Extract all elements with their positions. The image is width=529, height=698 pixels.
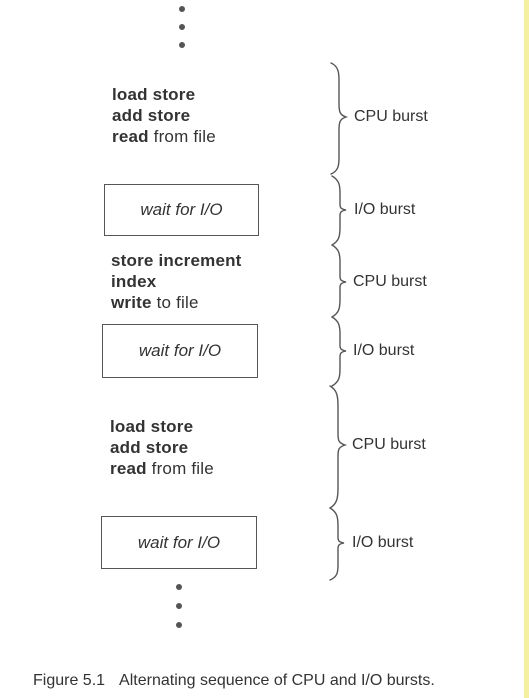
- brace-cpu-1: [330, 62, 349, 175]
- code-line: load store: [110, 416, 214, 437]
- code-keyword: add store: [112, 106, 191, 125]
- io-wait-box-3: wait for I/O: [101, 516, 257, 569]
- code-text: to file: [151, 293, 199, 312]
- page-edge: [524, 0, 529, 698]
- code-keyword: write: [111, 293, 152, 312]
- code-line: add store: [110, 437, 214, 458]
- ellipsis-dot: [179, 6, 185, 12]
- code-line: load store: [112, 84, 216, 105]
- code-text: from file: [148, 127, 216, 146]
- code-text: from file: [146, 459, 214, 478]
- cpu-burst-label-2: CPU burst: [353, 273, 427, 290]
- cpu-code-block-2: store increment index write to file: [111, 250, 242, 313]
- cpu-code-block-1: load store add store read from file: [112, 84, 216, 147]
- io-wait-box-2: wait for I/O: [102, 324, 258, 378]
- brace-io-2: [331, 316, 347, 387]
- figure-number: Figure 5.1: [33, 672, 106, 689]
- brace-cpu-3: [329, 385, 348, 509]
- code-keyword: read: [112, 127, 149, 146]
- figure-caption: Figure 5.1 Alternating sequence of CPU an…: [33, 672, 435, 690]
- ellipsis-dot: [176, 584, 182, 590]
- cpu-burst-label-1: CPU burst: [354, 108, 428, 125]
- code-keyword: load store: [112, 85, 196, 104]
- code-line: index: [111, 271, 242, 292]
- io-wait-text: wait for I/O: [140, 200, 223, 219]
- code-keyword: store increment: [111, 251, 242, 270]
- cpu-burst-label-3: CPU burst: [352, 436, 426, 453]
- code-keyword: read: [110, 459, 147, 478]
- brace-io-3: [329, 507, 345, 581]
- brace-io-1: [331, 175, 347, 246]
- ellipsis-dot: [179, 24, 185, 30]
- code-keyword: add store: [110, 438, 189, 457]
- code-line: write to file: [111, 292, 242, 313]
- code-keyword: load store: [110, 417, 194, 436]
- io-burst-label-3: I/O burst: [352, 534, 414, 551]
- code-line: add store: [112, 105, 216, 126]
- burst-braces: [329, 62, 349, 581]
- ellipsis-dot: [176, 622, 182, 628]
- io-burst-label-1: I/O burst: [354, 201, 416, 218]
- io-wait-text: wait for I/O: [138, 341, 222, 360]
- brace-cpu-2: [331, 244, 347, 318]
- code-keyword: index: [111, 272, 157, 291]
- caption-text: Alternating sequence of CPU and I/O burs…: [119, 672, 435, 689]
- cpu-code-block-3: load store add store read from file: [110, 416, 214, 479]
- ellipsis-dot: [179, 42, 185, 48]
- io-wait-box-1: wait for I/O: [104, 184, 259, 236]
- code-line: read from file: [112, 126, 216, 147]
- ellipsis-dot: [176, 603, 182, 609]
- io-burst-label-2: I/O burst: [353, 342, 415, 359]
- code-line: store increment: [111, 250, 242, 271]
- io-wait-text: wait for I/O: [137, 532, 221, 552]
- code-line: read from file: [110, 458, 214, 479]
